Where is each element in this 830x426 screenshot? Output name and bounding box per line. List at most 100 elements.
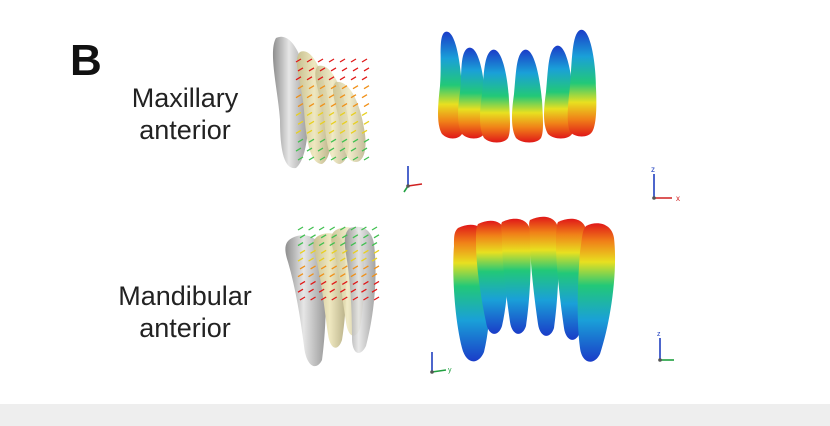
displacement-vector bbox=[330, 156, 337, 161]
displacement-vector bbox=[299, 249, 306, 254]
displacement-vector bbox=[363, 296, 369, 301]
panel-letter: B bbox=[70, 36, 102, 85]
displacement-vector bbox=[308, 226, 314, 231]
axis-triad: y bbox=[430, 352, 452, 374]
displacement-vector bbox=[299, 280, 306, 286]
displacement-vector bbox=[295, 147, 302, 152]
mandibular-displacement-vectors bbox=[297, 226, 380, 301]
displacement-vector bbox=[373, 234, 380, 239]
displacement-vector bbox=[310, 296, 316, 301]
displacement-vector bbox=[341, 67, 348, 72]
displacement-vector bbox=[317, 129, 324, 134]
displacement-vector bbox=[318, 241, 325, 247]
displacement-vector bbox=[308, 85, 315, 90]
displacement-vector bbox=[363, 280, 369, 286]
displacement-vector bbox=[317, 58, 324, 63]
displacement-vector bbox=[361, 241, 367, 247]
row-label-maxillary-line2: anterior bbox=[139, 115, 231, 145]
maxillary-tooth bbox=[458, 47, 486, 139]
displacement-vector bbox=[350, 94, 357, 99]
displacement-vector bbox=[363, 234, 369, 239]
displacement-vector bbox=[352, 85, 359, 90]
displacement-vector bbox=[339, 288, 346, 293]
maxillary-side-view bbox=[272, 36, 370, 169]
displacement-vector bbox=[331, 265, 338, 270]
displacement-vector bbox=[297, 67, 304, 72]
displacement-vector bbox=[299, 234, 306, 239]
displacement-vector bbox=[350, 147, 357, 152]
axis-triad: x z bbox=[651, 165, 680, 203]
displacement-vector bbox=[341, 102, 348, 108]
displacement-vector bbox=[297, 273, 304, 278]
displacement-vector bbox=[350, 58, 357, 63]
displacement-vector bbox=[371, 288, 378, 293]
displacement-vector bbox=[352, 67, 359, 72]
displacement-vector bbox=[306, 147, 313, 152]
displacement-vector bbox=[363, 67, 370, 72]
displacement-vector bbox=[306, 129, 313, 134]
maxillary-side-tooth-cream-2 bbox=[315, 65, 350, 164]
displacement-vector bbox=[361, 226, 367, 231]
displacement-vector bbox=[308, 67, 315, 72]
axis-triad bbox=[403, 166, 423, 193]
displacement-vector bbox=[330, 67, 337, 72]
displacement-vector bbox=[350, 111, 357, 117]
displacement-vector bbox=[352, 156, 359, 161]
mandibular-tooth bbox=[501, 218, 531, 334]
displacement-vector bbox=[352, 138, 359, 143]
axis-origin bbox=[652, 196, 656, 200]
displacement-vector bbox=[319, 85, 326, 90]
displacement-vector bbox=[297, 226, 304, 231]
displacement-vector bbox=[361, 129, 368, 134]
displacement-vector bbox=[352, 120, 359, 125]
displacement-vector bbox=[339, 257, 346, 262]
displacement-vector bbox=[317, 111, 324, 117]
displacement-vector bbox=[361, 147, 368, 152]
displacement-vector bbox=[308, 257, 314, 262]
axis-origin bbox=[658, 358, 662, 362]
displacement-vector bbox=[331, 280, 338, 286]
displacement-vector bbox=[319, 156, 326, 161]
displacement-vector bbox=[339, 241, 346, 247]
displacement-vector bbox=[361, 76, 368, 81]
displacement-vector bbox=[373, 280, 380, 286]
displacement-vector bbox=[328, 58, 335, 63]
displacement-vector bbox=[306, 94, 313, 99]
displacement-vector bbox=[350, 257, 357, 262]
displacement-vector bbox=[328, 76, 335, 81]
displacement-vector bbox=[320, 265, 327, 270]
mandibular-tooth bbox=[476, 220, 509, 334]
displacement-vector bbox=[363, 156, 370, 161]
displacement-vector bbox=[341, 249, 348, 254]
displacement-vector bbox=[295, 111, 302, 117]
row-label-mandibular: Mandibular anterior bbox=[110, 280, 260, 344]
displacement-vector bbox=[297, 138, 304, 143]
displacement-vector bbox=[363, 265, 369, 270]
displacement-vector bbox=[361, 58, 368, 63]
displacement-vector bbox=[328, 129, 335, 134]
displacement-vector bbox=[339, 111, 346, 117]
maxillary-tooth bbox=[567, 29, 597, 137]
row-label-maxillary: Maxillary anterior bbox=[120, 82, 250, 146]
displacement-vector bbox=[363, 120, 370, 125]
displacement-vector bbox=[319, 120, 326, 125]
maxillary-tooth bbox=[438, 31, 464, 139]
displacement-vector bbox=[297, 156, 304, 161]
displacement-vector bbox=[299, 296, 306, 301]
displacement-vector bbox=[341, 85, 348, 90]
row-label-maxillary-line1: Maxillary bbox=[131, 83, 239, 113]
displacement-vector bbox=[297, 241, 304, 247]
row-label-mandibular-line1: Mandibular bbox=[118, 281, 252, 311]
row-label-mandibular-line2: anterior bbox=[139, 313, 231, 343]
mandibular-side-view bbox=[285, 226, 380, 367]
displacement-vector bbox=[330, 85, 337, 90]
displacement-vector bbox=[371, 226, 378, 231]
displacement-vector bbox=[352, 296, 359, 301]
displacement-vector bbox=[308, 273, 314, 278]
displacement-vector bbox=[352, 265, 359, 270]
displacement-vector bbox=[295, 94, 302, 99]
displacement-vector bbox=[329, 273, 336, 278]
displacement-vector bbox=[339, 147, 346, 152]
maxillary-tooth bbox=[480, 49, 510, 143]
displacement-vector bbox=[339, 226, 346, 231]
